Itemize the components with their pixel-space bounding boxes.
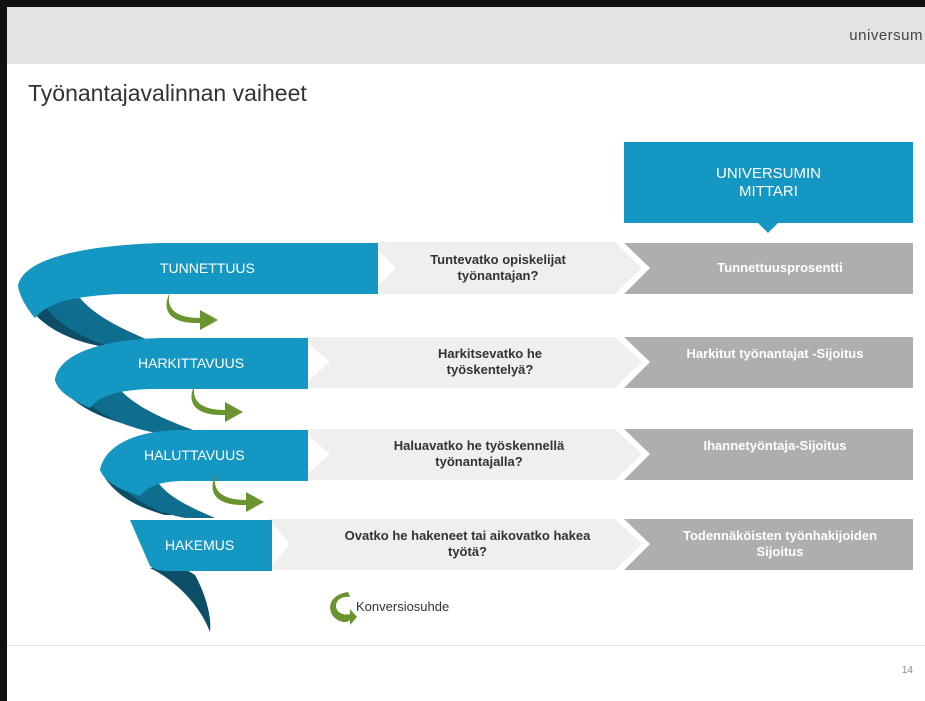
stage-label-haluttavuus: HALUTTAVUUS [144, 447, 245, 463]
funnel-shadow-1b [40, 298, 175, 352]
question-bg-2 [300, 337, 642, 388]
legend-label: Konversiosuhde [356, 599, 450, 614]
question-4: Ovatko he hakeneet tai aikovatko hakea t… [344, 528, 591, 559]
page-number: 14 [901, 665, 913, 676]
curved-arrow-icon [330, 592, 357, 625]
metric-bg-3 [624, 429, 913, 480]
brand-logo: universum [849, 27, 923, 44]
mittari-header-pointer [757, 222, 779, 233]
funnel-band-4 [130, 520, 272, 572]
frame-top [0, 0, 925, 7]
question-3: Haluavatko he työskennellä työnantajalla… [393, 438, 565, 469]
frame-left [0, 0, 7, 701]
conversion-arrow-icon-1 [166, 292, 218, 330]
conversion-arrow-icon-3 [212, 474, 264, 512]
page-title: Työnantajavalinnan vaiheet [28, 80, 307, 106]
metric-bg-1 [624, 243, 913, 294]
funnel-shadow-2b [78, 390, 210, 436]
funnel-band-3 [100, 430, 308, 496]
header-band [7, 7, 925, 64]
metric-bg-4 [624, 519, 913, 570]
question-2: Harkitsevatko he työskentelyä? [437, 346, 543, 377]
question-bg-3 [300, 429, 642, 480]
mittari-header-label: UNIVERSUMIN MITTARI [715, 164, 821, 200]
question-bg-4 [268, 519, 642, 570]
question-1: Tuntevatko opiskelijat työnantajan? [430, 252, 566, 283]
funnel-band-1 [18, 243, 378, 318]
metric-bg-2 [624, 337, 913, 388]
conversion-arrow-icon-2 [191, 384, 243, 422]
metric-2: Harkitut työnantajat -Sijoitus [686, 346, 864, 361]
metric-3: Ihannetyöntaja-Sijoitus [703, 438, 847, 453]
metric-4: Todennäköisten työnhakijoiden Sijoitus [682, 528, 878, 559]
funnel-band-2 [55, 338, 308, 408]
footer-divider [7, 645, 925, 646]
stage-label-hakemus: HAKEMUS [165, 537, 235, 553]
metric-1: Tunnettuusprosentti [717, 260, 843, 275]
mittari-header-box: UNIVERSUMIN MITTARI [624, 142, 913, 223]
funnel-tail [150, 566, 211, 632]
stage-label-tunnettuus: TUNNETTUUS [160, 260, 255, 276]
question-bg-1 [370, 242, 642, 294]
stage-label-harkittavuus: HARKITTAVUUS [138, 355, 245, 371]
